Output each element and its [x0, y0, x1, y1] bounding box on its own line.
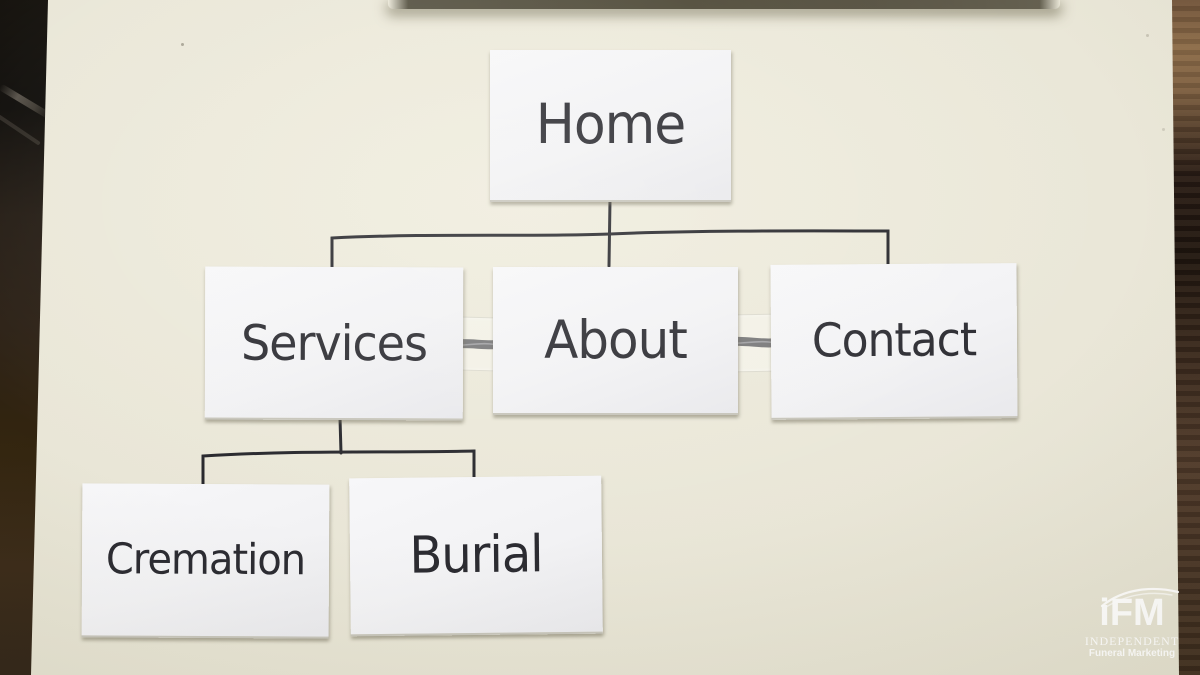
brand-name: INDEPENDENT: [1084, 634, 1180, 648]
dust-speck: [181, 43, 184, 46]
logo-swoosh-icon: [1100, 587, 1180, 608]
node-card-burial: Burial: [349, 475, 603, 637]
object-shadow-top: [388, 0, 1060, 9]
brand-tagline: Funeral Marketing: [1088, 648, 1176, 659]
edge-services-drop: [338, 416, 343, 455]
dust-speck: [1146, 34, 1149, 37]
node-card-contact: Contact: [770, 263, 1018, 420]
dust-speck: [1162, 128, 1165, 131]
node-card-about: About: [493, 267, 738, 415]
node-label-services: Services: [240, 313, 428, 372]
node-label-contact: Contact: [811, 312, 977, 369]
wood-floor-right: [1172, 0, 1200, 675]
node-card-services: Services: [204, 266, 464, 421]
brand-abbr: iFM: [1076, 587, 1188, 632]
edge-services-children-rail: [201, 449, 476, 486]
node-label-cremation: Cremation: [105, 535, 306, 585]
node-label-burial: Burial: [409, 524, 543, 586]
edge-home-children-rail: [330, 229, 890, 270]
node-label-about: About: [544, 309, 688, 371]
brand-watermark: iFM INDEPENDENT Funeral Marketing: [1076, 587, 1188, 659]
node-label-home: Home: [535, 93, 687, 157]
node-card-home: Home: [490, 50, 731, 202]
node-card-cremation: Cremation: [81, 483, 330, 639]
